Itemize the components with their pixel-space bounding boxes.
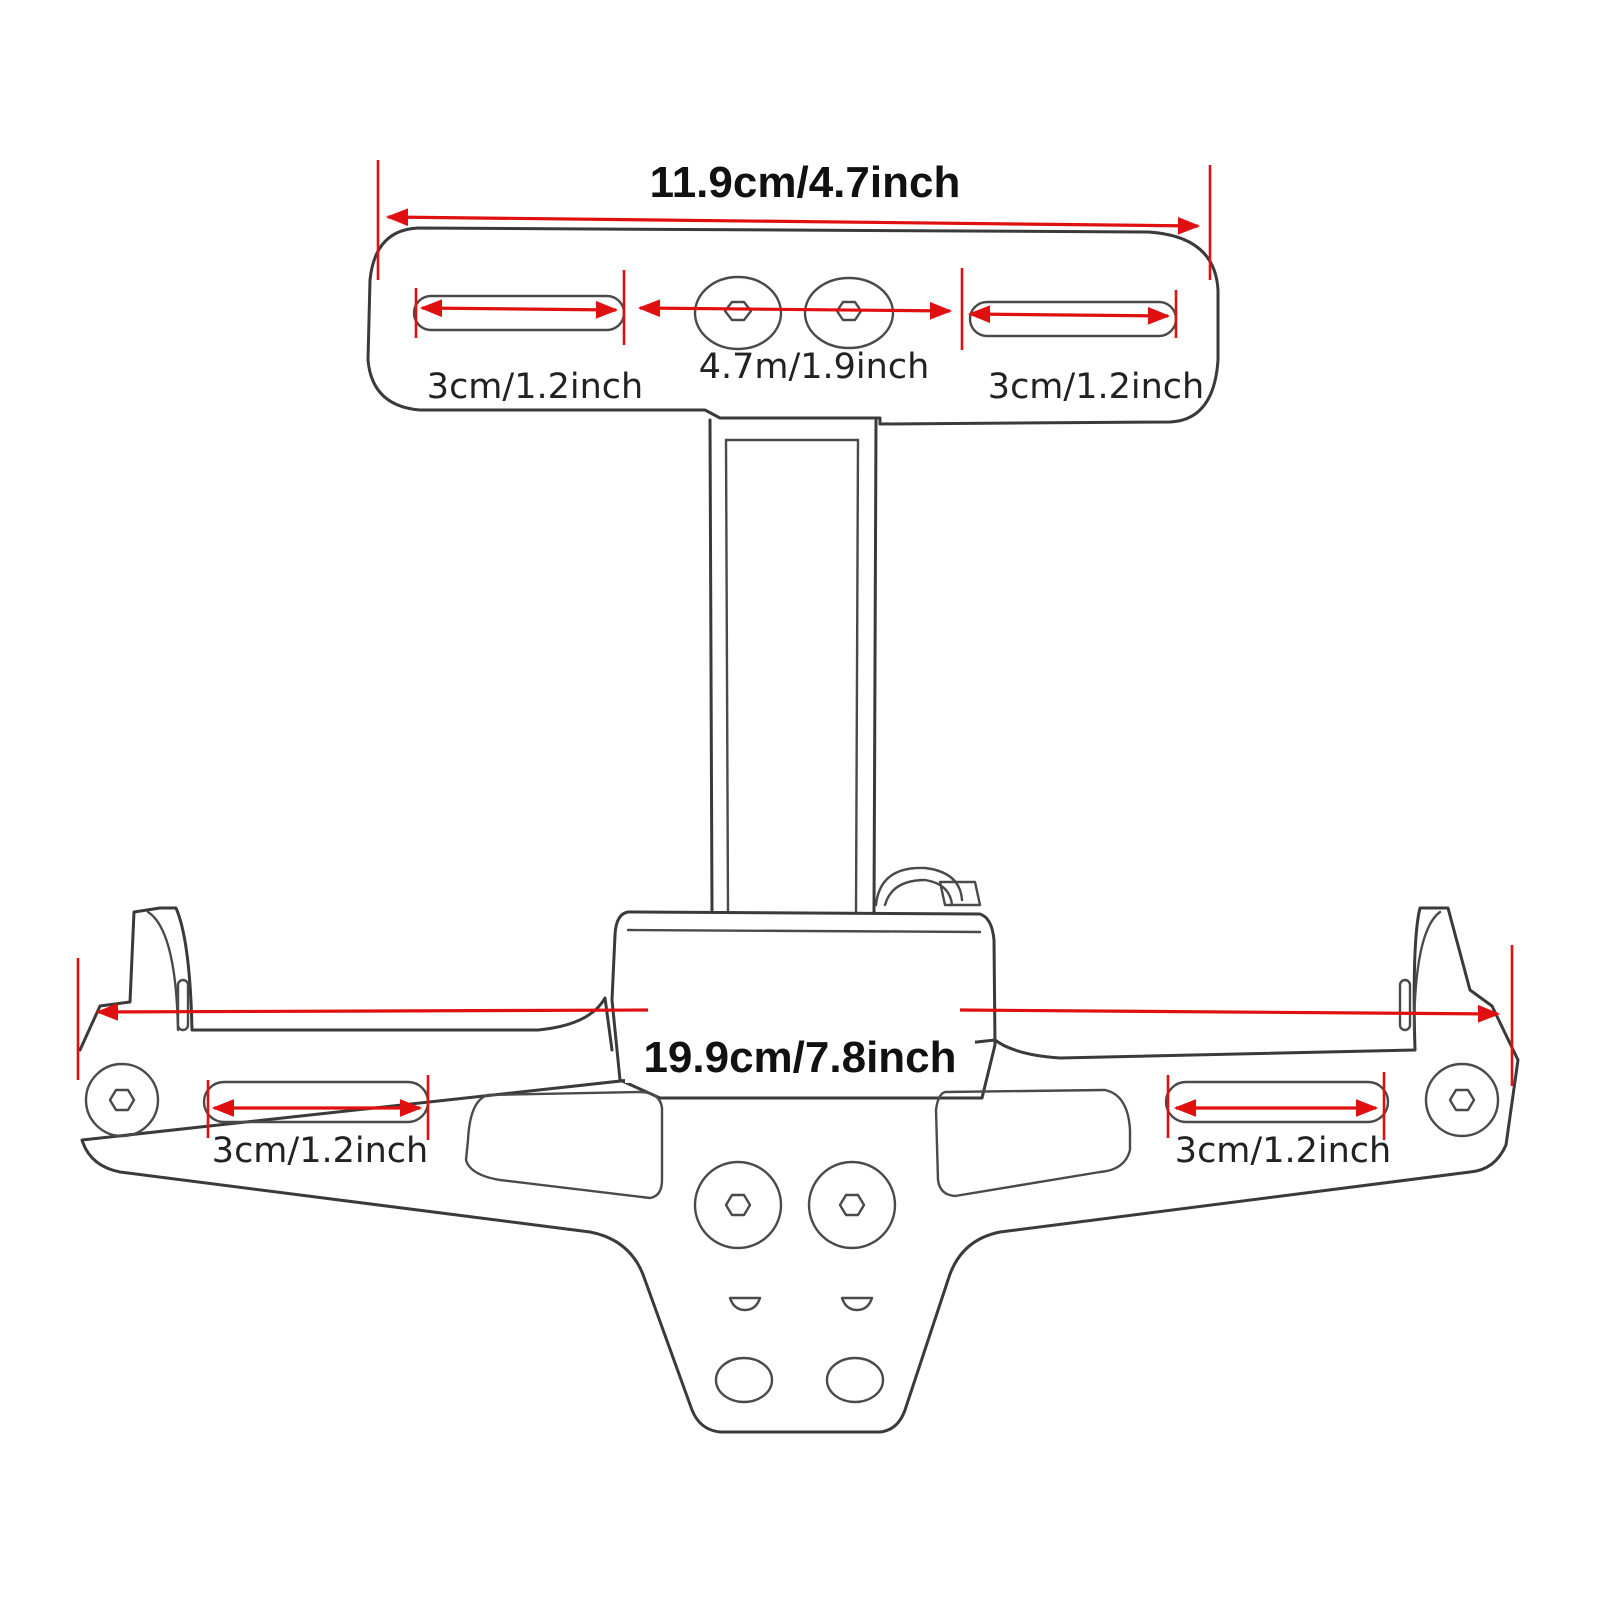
top-slot-right bbox=[968, 300, 1178, 338]
label-bottom-slot-right: 3cm/1.2inch bbox=[1175, 1131, 1391, 1171]
plate-hole-left bbox=[714, 1356, 774, 1404]
wire-loop bbox=[874, 866, 982, 907]
dim-top-slot-right-line bbox=[967, 305, 1171, 325]
label-top-slot-left: 3cm/1.2inch bbox=[427, 367, 643, 407]
corner-bolt-left bbox=[84, 1062, 160, 1138]
lower-screw-right bbox=[807, 1160, 897, 1250]
top-slot-left bbox=[412, 294, 626, 332]
top-screw-right bbox=[803, 276, 895, 350]
label-top-slot-right: 3cm/1.2inch bbox=[988, 367, 1204, 407]
dim-top-slot-left-line bbox=[419, 299, 619, 319]
dim-bottom-width-line-right bbox=[959, 1004, 1501, 1023]
dimension-labels: 11.9cm/4.7inch 3cm/1.2inch 4.7m/1.9inch … bbox=[212, 158, 1391, 1171]
bottom-window-left bbox=[464, 1090, 664, 1200]
bottom-window-right bbox=[934, 1088, 1132, 1198]
bottom-slot-right bbox=[1164, 1080, 1390, 1124]
dimension-lines bbox=[76, 160, 1514, 1140]
dim-bottom-width-line-left bbox=[95, 1002, 649, 1021]
corner-bolt-right bbox=[1424, 1062, 1500, 1138]
dim-top-hole-spacing-line bbox=[637, 299, 953, 320]
label-top-hole-spacing: 4.7m/1.9inch bbox=[699, 347, 930, 387]
mount-block bbox=[610, 910, 997, 1100]
plate-hole-right bbox=[825, 1356, 885, 1404]
bottom-plate bbox=[78, 906, 1520, 1434]
label-bottom-width: 19.9cm/7.8inch bbox=[643, 1033, 956, 1082]
top-screw-left bbox=[693, 275, 783, 351]
lower-screw-left bbox=[693, 1160, 783, 1250]
dim-top-width-line bbox=[385, 208, 1201, 235]
label-bottom-slot-left: 3cm/1.2inch bbox=[212, 1131, 428, 1171]
bracket-drawing bbox=[78, 226, 1520, 1434]
label-top-width: 11.9cm/4.7inch bbox=[650, 158, 961, 207]
bottom-slot-left bbox=[202, 1080, 430, 1124]
vertical-stem bbox=[708, 418, 878, 914]
